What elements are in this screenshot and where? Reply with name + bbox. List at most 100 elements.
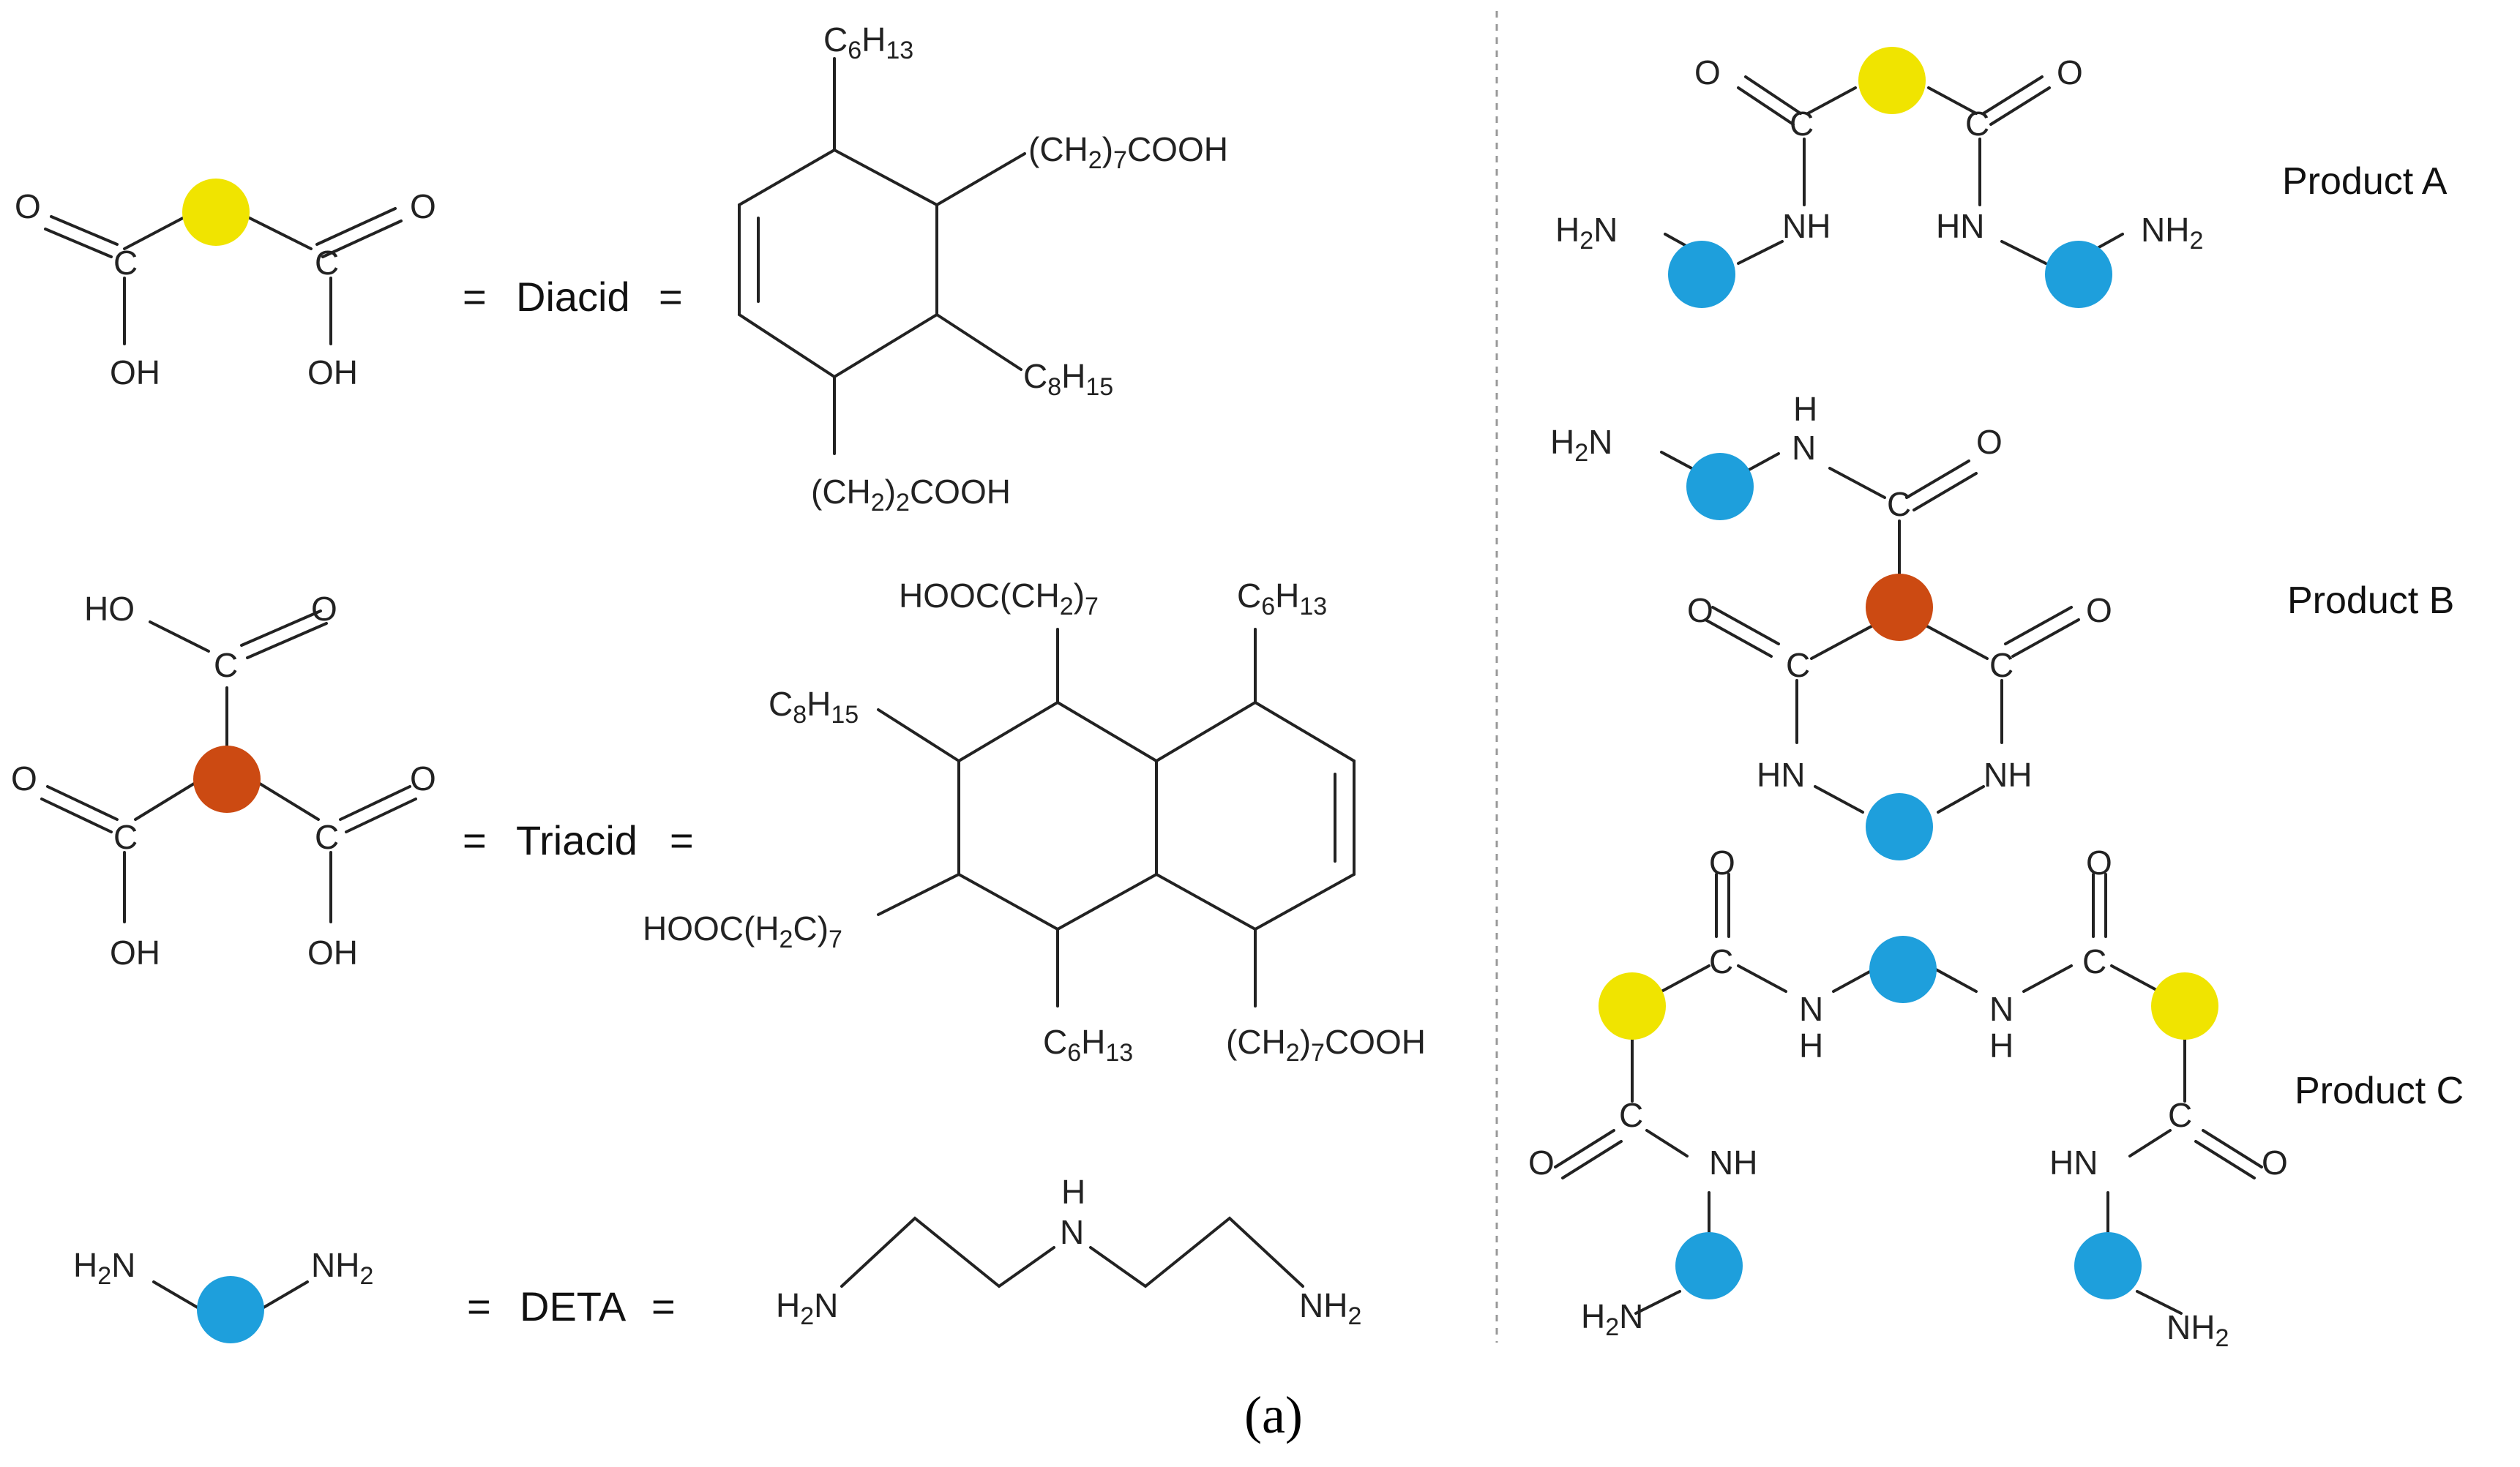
deta-equation: = DETA = bbox=[467, 1283, 676, 1329]
hooc-h2c-7-group: HOOC(H2C)7 bbox=[643, 909, 842, 953]
diacid-yellow-ball bbox=[1599, 972, 1666, 1040]
atom-n: N bbox=[1792, 429, 1816, 467]
atom-ho: HO bbox=[84, 590, 135, 628]
diacid-label: Diacid bbox=[516, 274, 630, 320]
atom-c: C bbox=[315, 818, 339, 856]
atom-h: H bbox=[1989, 1027, 2014, 1065]
atom-c: C bbox=[1965, 105, 1989, 143]
diacid-equation: = Diacid = bbox=[463, 274, 683, 320]
atom-c: C bbox=[2082, 942, 2106, 980]
atom-c: C bbox=[1989, 646, 2014, 684]
atom-nh-vertical: N bbox=[1799, 990, 1823, 1028]
deta-structure: H N H2N NH2 bbox=[776, 1173, 1361, 1330]
atom-h: H bbox=[1061, 1173, 1085, 1211]
atom-o: O bbox=[1976, 423, 2003, 461]
atom-nh: NH bbox=[1709, 1144, 1757, 1182]
equals-sign: = bbox=[670, 817, 694, 863]
triacid-equation: = Triacid = bbox=[463, 817, 694, 863]
atom-c: C bbox=[1887, 485, 1911, 523]
atom-h2n: H2N bbox=[1555, 211, 1618, 255]
diacid-yellow-ball bbox=[182, 179, 250, 246]
atom-o: O bbox=[15, 187, 41, 225]
deta-blue-ball bbox=[2074, 1232, 2142, 1299]
equals-sign: = bbox=[463, 817, 487, 863]
atom-c: C bbox=[113, 818, 138, 856]
atom-o: O bbox=[2086, 591, 2112, 629]
atom-hn: HN bbox=[1936, 207, 1984, 245]
product-c-structure: O C N H N H O C C C O O NH HN H2N NH2 bbox=[1528, 844, 2288, 1352]
atom-hn: HN bbox=[2049, 1144, 2098, 1182]
diacid-schematic: O C OH C O OH bbox=[15, 179, 436, 391]
atom-nh2: NH2 bbox=[2166, 1308, 2229, 1352]
atom-nh2: NH2 bbox=[2141, 211, 2203, 255]
atom-nh: NH bbox=[1984, 756, 2032, 794]
atom-o: O bbox=[311, 590, 337, 628]
atom-h: H bbox=[1793, 390, 1817, 428]
atom-n: N bbox=[1060, 1213, 1084, 1251]
equals-sign: = bbox=[651, 1283, 676, 1329]
c6h13-group: C6H13 bbox=[823, 20, 913, 64]
atom-c: C bbox=[214, 646, 238, 684]
equals-sign: = bbox=[467, 1283, 491, 1329]
deta-blue-ball bbox=[2045, 241, 2112, 308]
atom-o: O bbox=[11, 759, 37, 798]
product-a-structure: O C C O NH HN H2N NH2 bbox=[1555, 47, 2203, 308]
atom-h2n: H2N bbox=[776, 1286, 838, 1330]
deta-blue-ball bbox=[1675, 1232, 1743, 1299]
atom-o: O bbox=[410, 187, 436, 225]
atom-oh: OH bbox=[110, 353, 160, 391]
ch2-7-cooh-group: (CH2)7COOH bbox=[1226, 1023, 1426, 1067]
product-b-label: Product B bbox=[2287, 579, 2454, 622]
diacid-yellow-ball bbox=[1858, 47, 1926, 114]
deta-blue-ball bbox=[1866, 793, 1933, 860]
c6h13-group: C6H13 bbox=[1043, 1023, 1133, 1067]
product-b-structure: H2N H N O C O C C O HN NH bbox=[1550, 390, 2112, 860]
atom-o: O bbox=[410, 759, 436, 798]
atom-h: H bbox=[1799, 1027, 1823, 1065]
product-a-label: Product A bbox=[2282, 160, 2448, 203]
atom-nh-vertical: N bbox=[1989, 990, 2014, 1028]
atom-o: O bbox=[1694, 53, 1721, 91]
figure-caption: (a) bbox=[1244, 1386, 1303, 1444]
atom-nh2: NH2 bbox=[1299, 1286, 1361, 1330]
diacid-yellow-ball bbox=[2151, 972, 2218, 1040]
atom-nh2: NH2 bbox=[311, 1246, 373, 1290]
atom-c: C bbox=[1709, 942, 1733, 980]
atom-h2n: H2N bbox=[73, 1246, 135, 1290]
product-c-label: Product C bbox=[2295, 1070, 2464, 1112]
atom-o: O bbox=[2262, 1144, 2288, 1182]
ch2-2-cooh-group: (CH2)2COOH bbox=[811, 473, 1011, 517]
triacid-schematic: HO O C O C C O OH OH bbox=[11, 590, 436, 972]
atom-oh: OH bbox=[307, 934, 358, 972]
atom-nh: NH bbox=[1782, 207, 1831, 245]
c6h13-group: C6H13 bbox=[1237, 577, 1327, 620]
atom-c: C bbox=[2168, 1096, 2192, 1134]
atom-o: O bbox=[1528, 1144, 1555, 1182]
deta-label: DETA bbox=[520, 1283, 627, 1329]
deta-blue-ball bbox=[197, 1276, 264, 1343]
diacid-structure: C6H13 (CH2)7COOH C8H15 (CH2)2COOH bbox=[738, 20, 1228, 517]
atom-c: C bbox=[1619, 1096, 1643, 1134]
triacid-structure: HOOC(CH2)7 C6H13 C8H15 HOOC(H2C)7 C6H13 … bbox=[643, 577, 1426, 1067]
hooc-ch2-7-group: HOOC(CH2)7 bbox=[899, 577, 1099, 620]
atom-oh: OH bbox=[110, 934, 160, 972]
atom-oh: OH bbox=[307, 353, 358, 391]
atom-hn: HN bbox=[1757, 756, 1805, 794]
deta-blue-ball bbox=[1668, 241, 1735, 308]
atom-c: C bbox=[1790, 105, 1814, 143]
deta-blue-ball bbox=[1869, 936, 1937, 1003]
atom-c: C bbox=[1786, 646, 1810, 684]
atom-c: C bbox=[113, 244, 138, 282]
atom-o: O bbox=[2086, 844, 2112, 882]
atom-o: O bbox=[1709, 844, 1735, 882]
c8h15-group: C8H15 bbox=[1023, 357, 1113, 401]
deta-schematic: H2N NH2 bbox=[73, 1246, 373, 1343]
triacid-label: Triacid bbox=[516, 817, 638, 863]
atom-o: O bbox=[2057, 53, 2083, 91]
atom-h2n: H2N bbox=[1581, 1297, 1643, 1341]
deta-blue-ball bbox=[1686, 453, 1754, 520]
atom-c: C bbox=[315, 244, 339, 282]
triacid-orange-ball bbox=[1866, 574, 1933, 641]
equals-sign: = bbox=[463, 274, 487, 320]
